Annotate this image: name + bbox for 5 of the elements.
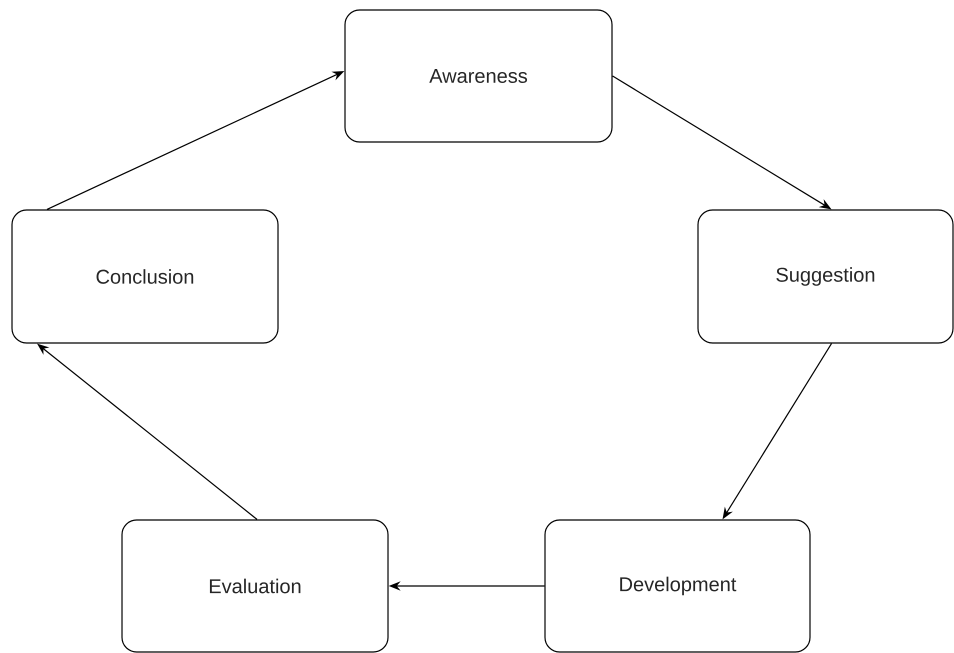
process-box: Conclusion [11, 209, 279, 344]
process-box: Development [544, 519, 811, 653]
process-box: Evaluation [121, 519, 389, 653]
process-box: Suggestion [697, 209, 954, 344]
process-box: Awareness [344, 9, 613, 143]
